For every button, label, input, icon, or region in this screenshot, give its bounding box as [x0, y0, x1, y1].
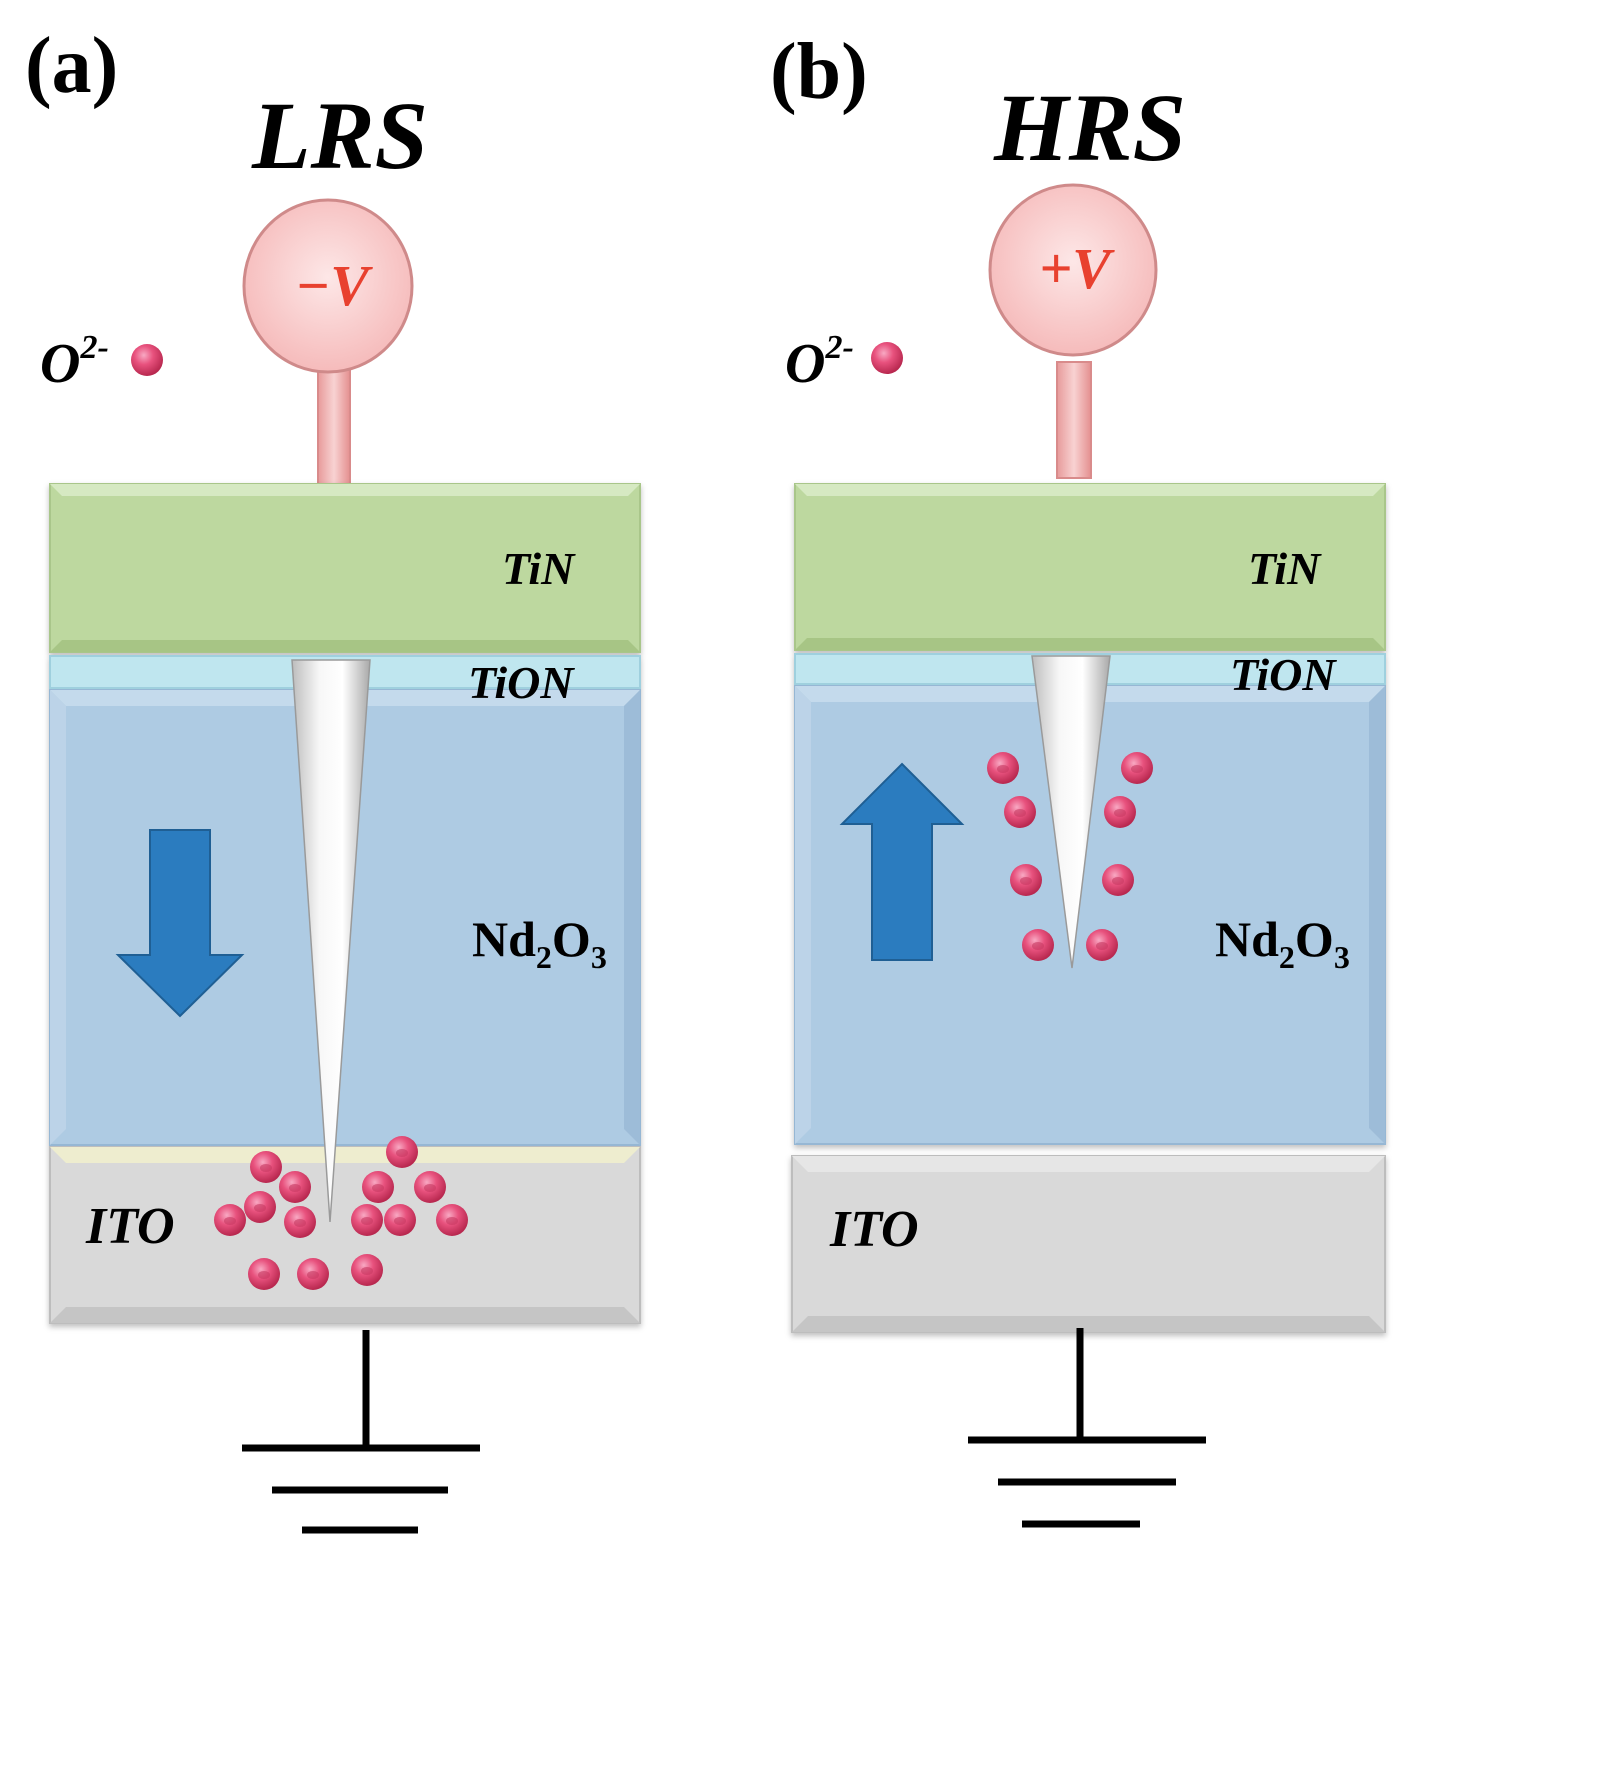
ground-symbol: [968, 1328, 1206, 1528]
oxygen-ion-core: [361, 1217, 373, 1225]
oxygen-ion-core: [396, 1149, 408, 1157]
oxygen-ion-core: [424, 1184, 436, 1192]
oxygen-ion-core: [1014, 809, 1026, 817]
oxygen-ion-core: [289, 1184, 301, 1192]
ion-migration-arrow-down: [115, 829, 245, 1018]
ion-migration-arrow-up: [839, 762, 965, 961]
oxygen-ion-core: [294, 1219, 306, 1227]
ito-layer: [49, 1146, 641, 1324]
oxygen-ion-core: [260, 1164, 272, 1172]
oxygen-ion-core: [1096, 942, 1108, 950]
oxygen-ions: [987, 752, 1153, 961]
ground-symbol: [242, 1330, 480, 1534]
oxygen-ion-core: [1131, 765, 1143, 773]
ito-layer: [791, 1155, 1386, 1333]
ion-legend-label: O2-: [785, 329, 854, 395]
tion-label: TiON: [1230, 649, 1337, 700]
oxygen-ions: [214, 1136, 468, 1290]
source-circle: [242, 198, 414, 374]
panel-b: (b) HRS +V O2- TiN TiON Nd2O3: [770, 28, 1386, 1528]
tin-label: TiN: [1248, 543, 1322, 594]
oxygen-ion-core: [254, 1204, 266, 1212]
conductive-filament: [1031, 655, 1111, 969]
conductive-filament: [291, 659, 371, 1223]
oxygen-ion-core: [361, 1267, 373, 1275]
oxide-label: Nd2O3: [472, 911, 607, 975]
voltage-source: +V: [988, 183, 1158, 479]
ion-legend: O2-: [40, 329, 163, 395]
oxygen-ion-core: [1032, 942, 1044, 950]
ion-legend-label: O2-: [40, 329, 109, 395]
tin-label: TiN: [502, 543, 576, 594]
state-label: HRS: [993, 74, 1186, 181]
ion-legend: O2-: [785, 329, 903, 395]
tion-label: TiON: [468, 657, 575, 708]
ion-legend-icon: [871, 342, 903, 374]
oxide-label: Nd2O3: [1215, 911, 1350, 975]
oxygen-ion-core: [446, 1217, 458, 1225]
panel-a: (a) LRS −V O2-: [25, 22, 641, 1534]
panel-label: (b): [770, 28, 868, 116]
ito-label: ITO: [829, 1201, 919, 1258]
oxygen-ion-core: [1114, 809, 1126, 817]
tin-layer: [49, 483, 641, 653]
ion-legend-icon: [131, 344, 163, 376]
voltage-source: −V: [242, 198, 414, 489]
voltage-label: +V: [1039, 236, 1115, 301]
panel-label: (a): [25, 22, 118, 110]
oxygen-ion-core: [394, 1217, 406, 1225]
oxygen-ion-core: [1112, 877, 1124, 885]
voltage-label: −V: [295, 253, 373, 318]
source-stem: [317, 369, 351, 489]
oxygen-ion-core: [307, 1271, 319, 1279]
oxygen-ion-core: [258, 1271, 270, 1279]
oxygen-ion-core: [1020, 877, 1032, 885]
source-stem: [1056, 361, 1092, 479]
oxygen-ion-core: [997, 765, 1009, 773]
oxygen-ion-core: [372, 1184, 384, 1192]
source-circle: [988, 183, 1158, 357]
state-label: LRS: [251, 82, 428, 189]
oxygen-ion-core: [224, 1217, 236, 1225]
ito-label: ITO: [85, 1198, 175, 1255]
